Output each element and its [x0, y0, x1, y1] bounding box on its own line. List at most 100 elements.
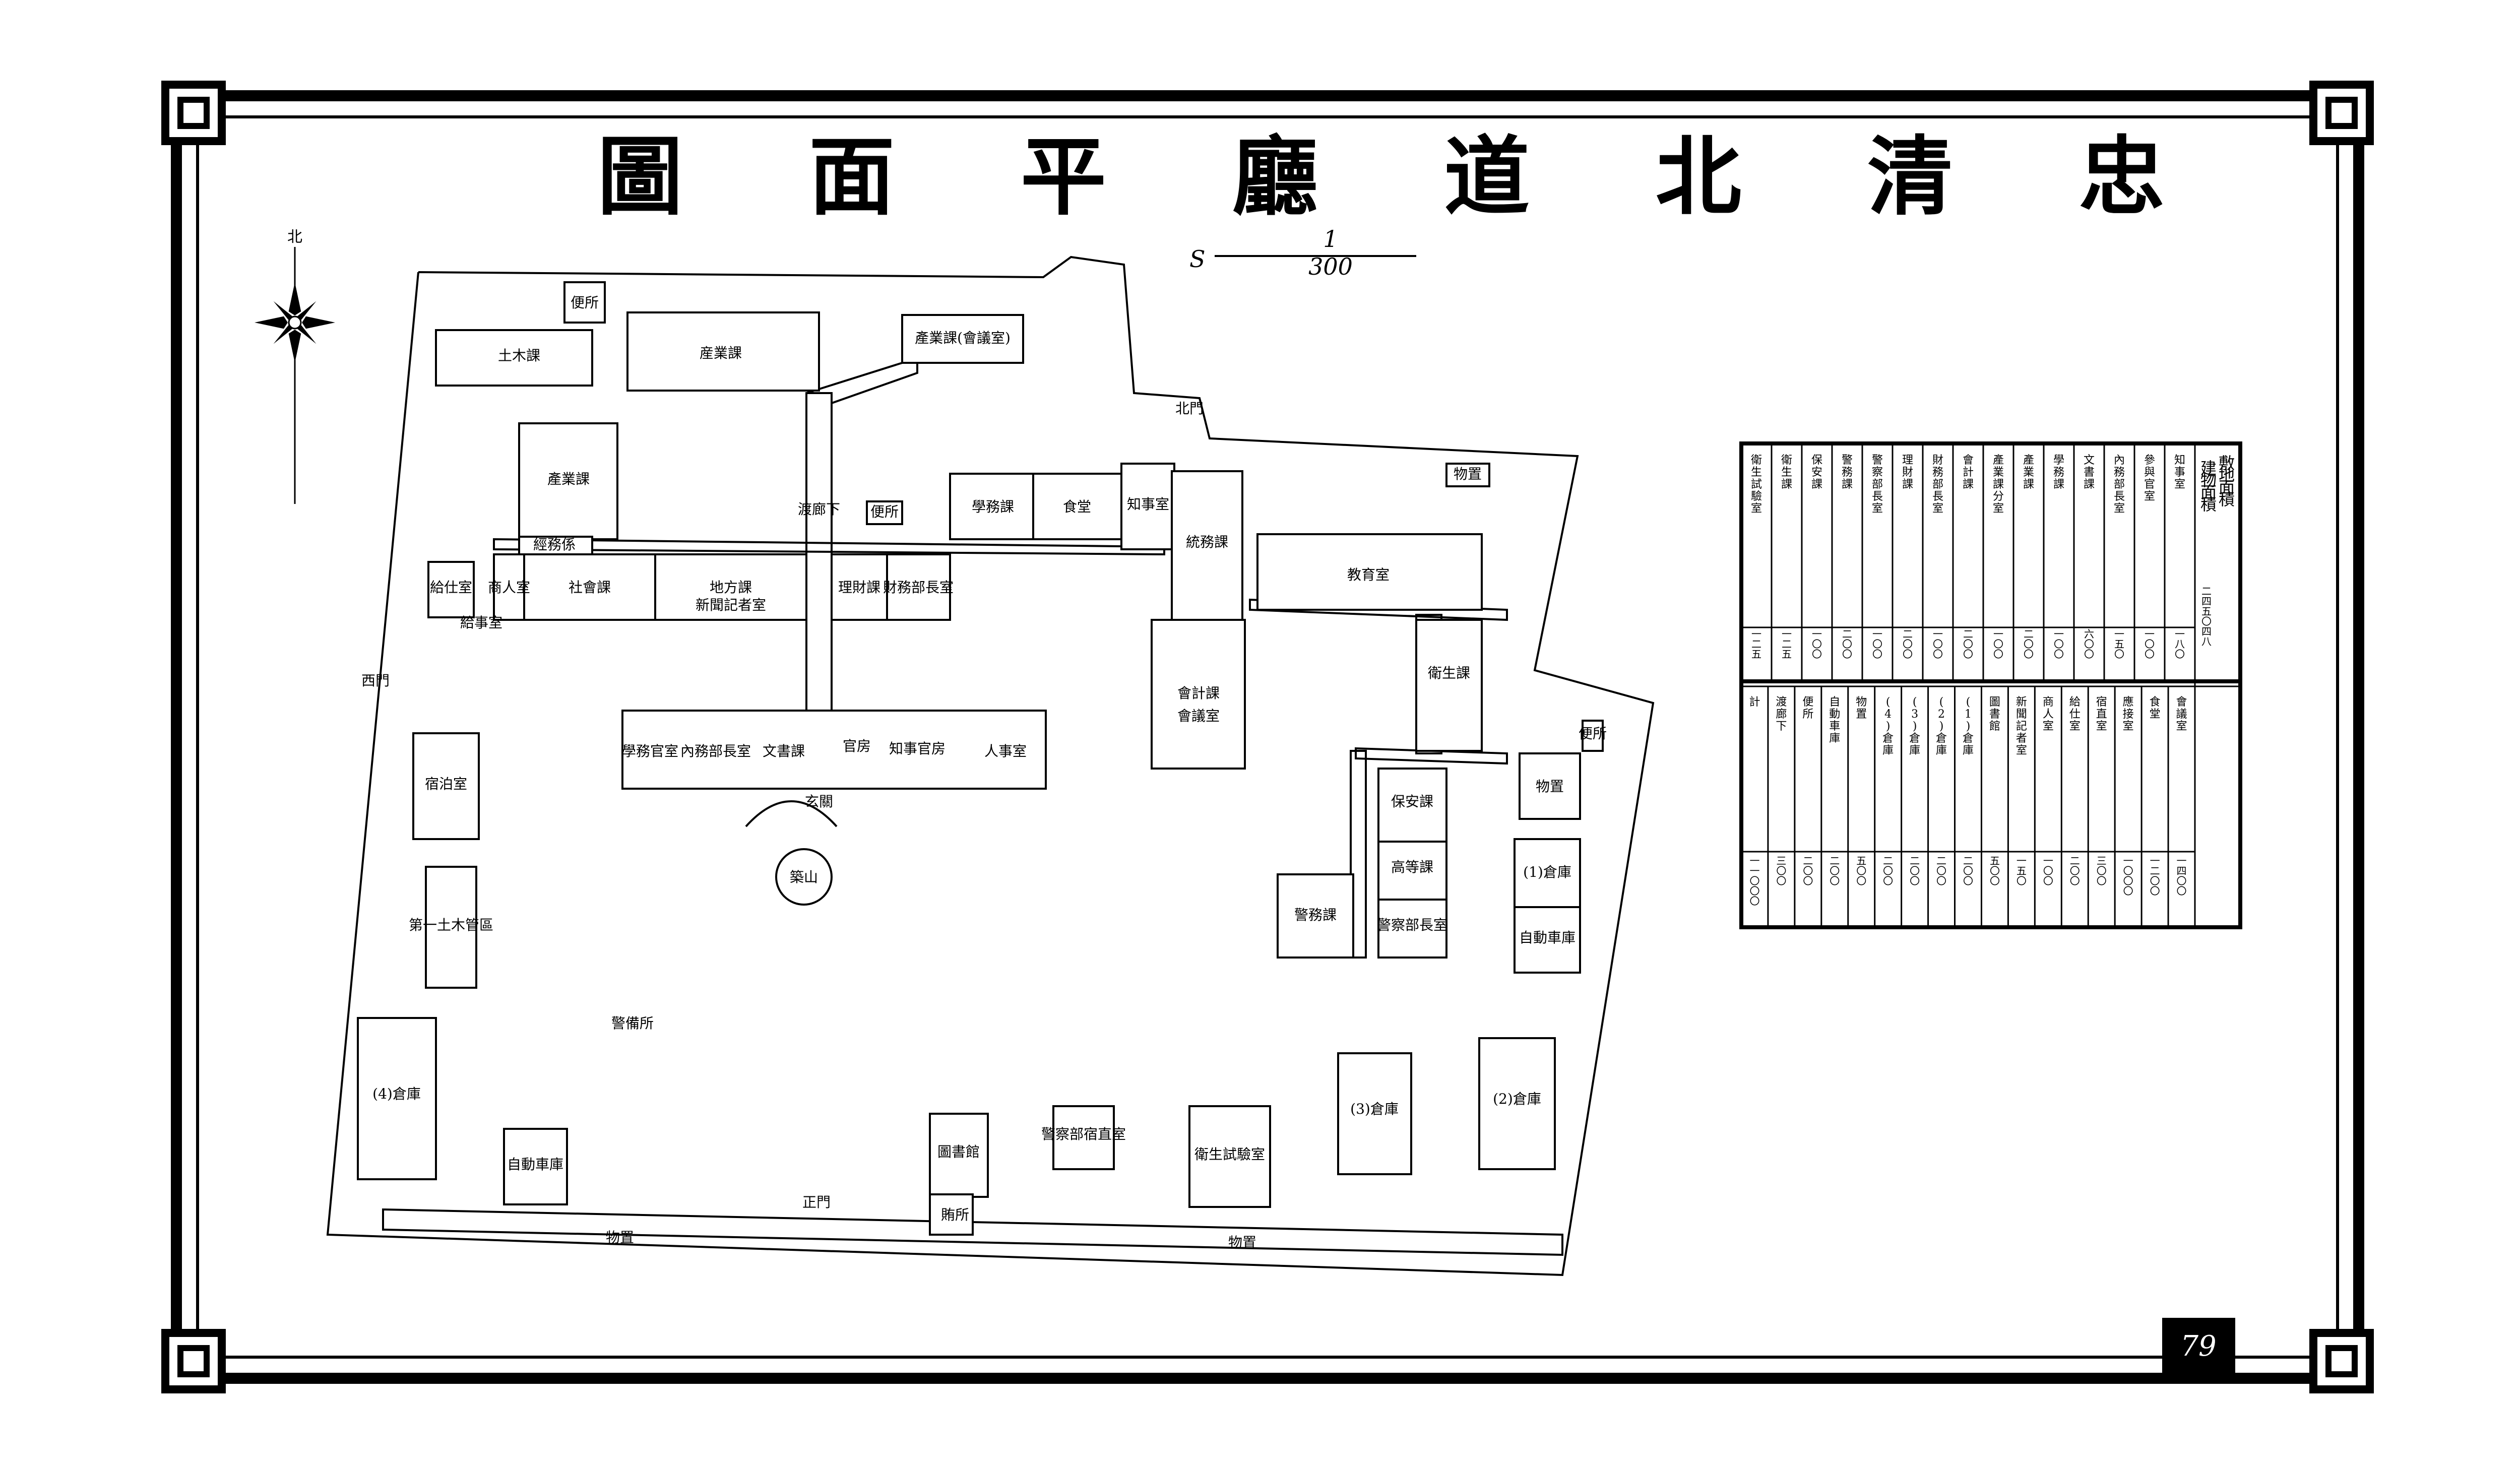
- room-label: (1)倉庫: [1523, 864, 1571, 880]
- table-room-name: 文書課: [2084, 454, 2095, 491]
- room-label: 便所: [571, 294, 599, 311]
- table-room-name: 保安課: [1811, 454, 1822, 491]
- room-label: 會議室: [1177, 708, 1220, 724]
- table-room-area: 二〇〇: [1903, 628, 1913, 660]
- room-label: 文書課: [763, 743, 805, 759]
- table-room-name: (4)倉庫: [1882, 696, 1894, 757]
- room-monooki-e: [1519, 752, 1581, 820]
- room-kaikei: [1151, 619, 1246, 770]
- table-room-area: 一二五: [1751, 628, 1761, 660]
- table-room-name: 衛生課: [1781, 454, 1792, 491]
- table-room-area: 一〇〇〇: [2123, 855, 2133, 897]
- room-label: 便所: [1579, 725, 1607, 742]
- table-room-name: 自動車庫: [1829, 696, 1840, 745]
- table-room-name: 商人室: [2043, 696, 2054, 733]
- table-room-name: 學務課: [2053, 454, 2064, 491]
- table-room-name: (1)倉庫: [1963, 696, 1974, 757]
- rooms: [357, 281, 1604, 1236]
- room-label: 衛生課: [1428, 665, 1470, 681]
- table-room-name: 圖書館: [1989, 696, 2000, 733]
- table-room-area: 一〇〇: [2043, 855, 2053, 887]
- table-room-area: 一〇〇: [1872, 628, 1882, 660]
- room-keisatsu-chokusho: [1052, 1105, 1115, 1170]
- table-room-name: 財務部長室: [1932, 454, 1943, 515]
- room-sangyo1: [626, 311, 820, 392]
- table-title-value: 二四五〇四八: [2201, 585, 2212, 648]
- room-label: 玄關: [805, 793, 833, 810]
- room-label: 商人室: [488, 579, 530, 596]
- room-monooki-ne: [1445, 463, 1490, 487]
- room-label: 自動車庫: [507, 1156, 563, 1173]
- room-label: 學務課: [972, 498, 1014, 515]
- room-label: 北門: [1175, 400, 1204, 417]
- room-eisei-shiken: [1188, 1105, 1271, 1208]
- room-label: 地方課: [710, 579, 752, 596]
- room-sangyo-kaigi: [901, 314, 1024, 364]
- room-hoan: [1377, 768, 1447, 843]
- table-room-area: 一二〇〇: [2150, 855, 2160, 897]
- room-soko4: [357, 1017, 437, 1180]
- room-label: 宿泊室: [425, 776, 467, 792]
- room-label: 新聞記者室: [696, 597, 766, 613]
- room-label: 産業課: [700, 345, 742, 361]
- room-label: 自動車庫: [1519, 929, 1576, 946]
- room-label: 正門: [802, 1194, 831, 1210]
- area-table: [1739, 441, 2242, 929]
- room-label: 財務部長室: [883, 579, 954, 596]
- room-zaimu: [886, 553, 951, 621]
- table-subtitle: 建物面積: [2200, 459, 2217, 514]
- table-room-name: 參與官室: [2144, 454, 2155, 503]
- room-label: 高等課: [1391, 859, 1433, 875]
- table-room-name: 理財課: [1902, 454, 1913, 491]
- room-somu: [1171, 470, 1243, 621]
- room-gakushi: [412, 732, 480, 840]
- scale-denominator: 300: [1308, 253, 1353, 280]
- room-jidosha-w: [503, 1128, 568, 1205]
- page-number-badge: 79: [2162, 1318, 2235, 1373]
- room-label: 築山: [790, 869, 818, 885]
- room-label: 產業課(會議室): [915, 330, 1011, 346]
- table-room-area: 二〇〇: [1883, 855, 1893, 887]
- room-label: 知事官房: [889, 740, 946, 757]
- room-doboku-kanri: [425, 866, 477, 989]
- map-title: 圖面平廳道北清忠: [597, 126, 2165, 227]
- room-jinji-wing: [621, 710, 1047, 790]
- room-label: 社會課: [569, 579, 611, 596]
- table-room-name: 衛生試驗室: [1751, 454, 1762, 515]
- room-label: 產業課: [547, 471, 590, 487]
- table-room-name: 產業課分室: [1993, 454, 2004, 515]
- table-room-area: 二〇〇: [1963, 855, 1973, 887]
- table-room-area: 一八〇: [2175, 628, 2185, 660]
- room-benjo-c: [866, 500, 903, 525]
- room-kyoiku: [1256, 533, 1483, 611]
- room-eisei: [1415, 619, 1483, 752]
- room-monooki-s2: [929, 1193, 974, 1236]
- table-room-name: 便所: [1802, 696, 1813, 721]
- table-room-area: 五〇〇: [1856, 855, 1866, 887]
- table-room-area: 一〇〇: [2054, 628, 2064, 660]
- room-label: 經務係: [533, 536, 576, 553]
- table-room-name: 內務部長室: [2114, 454, 2125, 515]
- room-shokudo: [1032, 473, 1122, 540]
- room-label: 西門: [361, 672, 390, 689]
- compass-rose-icon: 北: [255, 228, 335, 504]
- table-room-area: 二〇〇: [1910, 855, 1920, 887]
- table-room-name: 會議室: [2176, 696, 2187, 733]
- room-label: 土木課: [498, 347, 540, 364]
- room-label: 警察部宿直室: [1041, 1126, 1126, 1142]
- table-room-area: 一一〇〇〇: [1749, 855, 1759, 907]
- room-shonyu: [493, 553, 525, 621]
- table-room-name: 應接室: [2123, 695, 2134, 733]
- table-room-area: 五〇〇: [1990, 855, 2000, 887]
- room-label: 理財課: [838, 579, 880, 596]
- table-room-area: 三〇〇: [1776, 855, 1786, 887]
- table-room-area: 一〇〇: [1993, 628, 2003, 660]
- table-room-area: 二〇〇: [2024, 628, 2034, 660]
- table-room-area: 一〇〇: [1812, 628, 1822, 660]
- table-room-name: 知事室: [2174, 454, 2185, 491]
- north-label: 北: [287, 228, 302, 246]
- room-label: 給事室: [460, 614, 502, 631]
- table-room-area: 一五〇: [2114, 628, 2124, 660]
- room-label: 賄所: [941, 1206, 969, 1223]
